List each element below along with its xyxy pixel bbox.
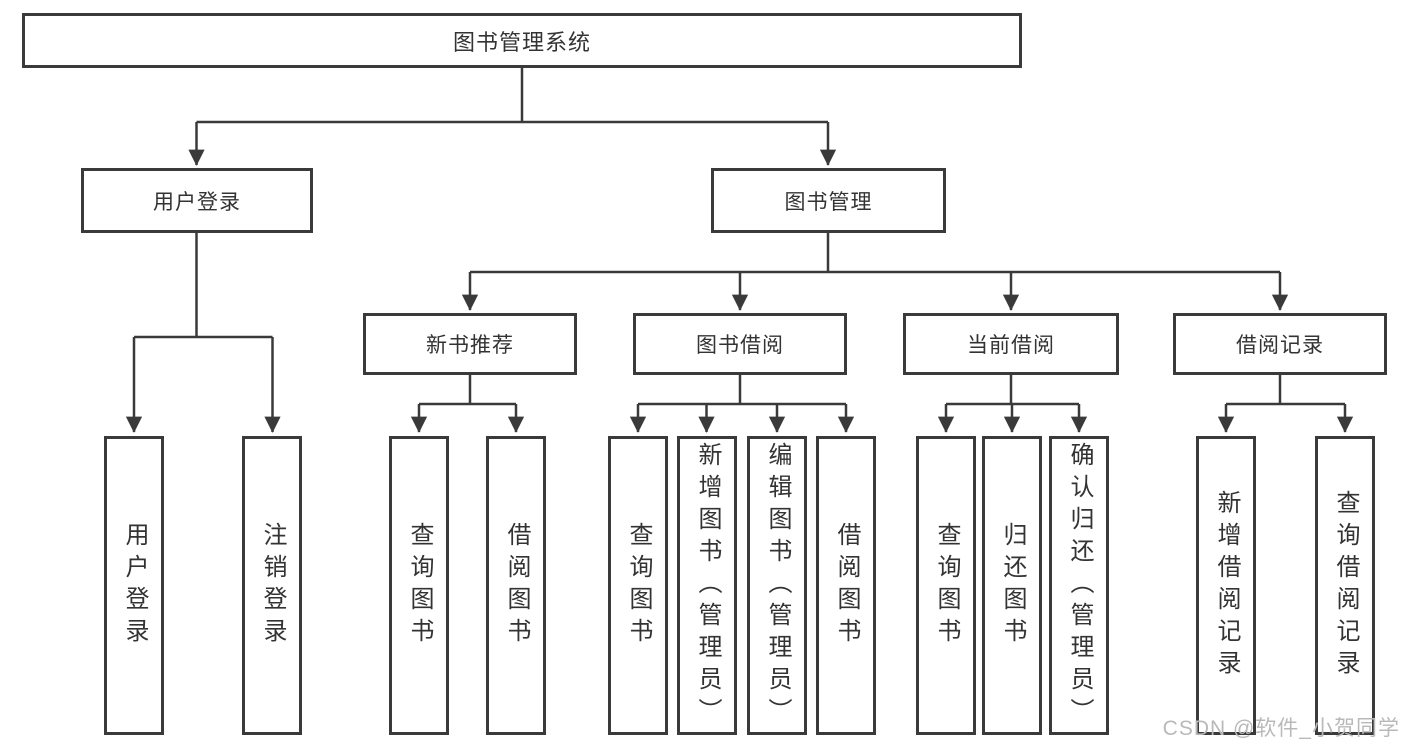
leaf-return-books: 归还图书 (982, 436, 1042, 735)
leaf-query-books-recommend: 查询图书 (389, 436, 449, 735)
leaf-edit-book-admin-label: 编辑图书（管理员） (764, 441, 791, 730)
leaf-confirm-return-admin-label: 确认归还（管理员） (1066, 441, 1093, 730)
leaf-user-login: 用户登录 (104, 436, 164, 735)
leaf-add-book-admin-label: 新增图书（管理员） (694, 441, 721, 730)
leaf-logout: 注销登录 (242, 436, 302, 735)
leaf-edit-book-admin: 编辑图书（管理员） (747, 436, 807, 735)
node-book-management-label: 图书管理 (784, 190, 873, 214)
node-new-book-recommendation: 新书推荐 (363, 313, 577, 375)
csdn-watermark: CSDN @软件_小贺同学 (1162, 717, 1400, 740)
node-current-borrowing: 当前借阅 (903, 313, 1119, 375)
leaf-query-books-current: 查询图书 (916, 436, 976, 735)
node-library-system-label: 图书管理系统 (452, 29, 591, 55)
node-new-book-recommendation-label: 新书推荐 (426, 334, 514, 357)
leaf-add-borrow-record: 新增借阅记录 (1196, 436, 1256, 735)
leaf-query-books-borrowing-label: 查询图书 (625, 521, 652, 650)
leaf-user-login-label: 用户登录 (121, 521, 148, 650)
leaf-query-books-borrowing: 查询图书 (608, 436, 668, 735)
leaf-logout-label: 注销登录 (259, 521, 286, 650)
leaf-return-books-label: 归还图书 (999, 521, 1026, 650)
arrow-lines (125, 122, 1354, 433)
node-book-borrowing: 图书借阅 (633, 313, 847, 375)
node-borrowing-records-label: 借阅记录 (1236, 334, 1324, 357)
leaf-query-borrow-record-label: 查询借阅记录 (1332, 489, 1359, 682)
node-book-management: 图书管理 (711, 168, 946, 233)
node-user-login: 用户登录 (81, 168, 313, 233)
branch-lines (134, 68, 1345, 406)
leaf-query-books-recommend-label: 查询图书 (406, 521, 433, 650)
leaf-add-borrow-record-label: 新增借阅记录 (1213, 489, 1240, 682)
leaf-query-books-current-label: 查询图书 (933, 521, 960, 650)
leaf-borrow-books-recommend: 借阅图书 (486, 436, 546, 735)
leaf-add-book-admin: 新增图书（管理员） (677, 436, 737, 735)
node-current-borrowing-label: 当前借阅 (967, 334, 1055, 357)
leaf-borrow-books-borrowing: 借阅图书 (816, 436, 876, 735)
node-library-system: 图书管理系统 (22, 13, 1022, 68)
leaf-borrow-books-borrowing-label: 借阅图书 (833, 521, 860, 650)
node-book-borrowing-label: 图书借阅 (696, 334, 784, 357)
leaf-borrow-books-recommend-label: 借阅图书 (503, 521, 530, 650)
node-user-login-label: 用户登录 (153, 190, 241, 214)
leaf-query-borrow-record: 查询借阅记录 (1315, 436, 1375, 735)
node-borrowing-records: 借阅记录 (1173, 313, 1387, 375)
leaf-confirm-return-admin: 确认归还（管理员） (1049, 436, 1109, 735)
